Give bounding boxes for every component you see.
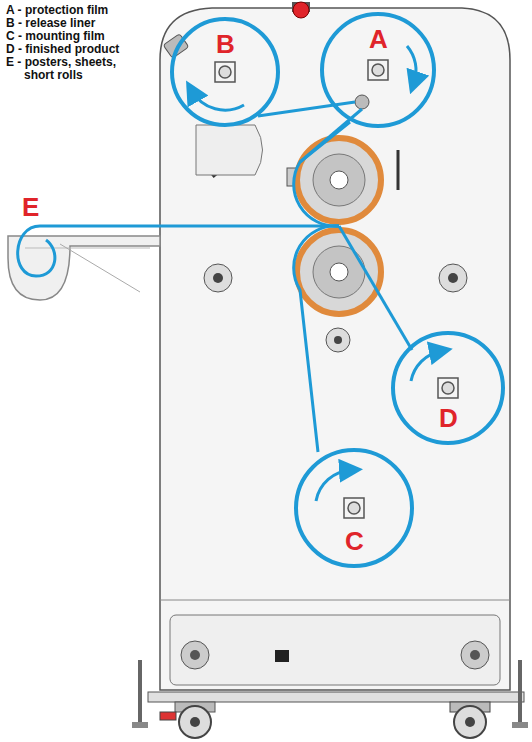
legend-text: E - posters, sheets, short rolls: [6, 56, 134, 82]
roll-letter: C: [345, 528, 364, 554]
roll-circle: D: [391, 331, 505, 445]
roll-circle: B: [170, 17, 280, 127]
roll-circle: C: [294, 448, 414, 568]
roll-letter: B: [216, 31, 235, 57]
roll-letter: A: [369, 26, 388, 52]
legend-text: C - mounting film: [6, 30, 105, 43]
legend-text: D - finished product: [6, 43, 119, 56]
legend-text: A - protection film: [6, 4, 108, 17]
roll-circle: A: [320, 12, 436, 128]
part-letter: E: [22, 194, 39, 220]
legend-text: B - release liner: [6, 17, 95, 30]
roll-letter: D: [439, 405, 458, 431]
